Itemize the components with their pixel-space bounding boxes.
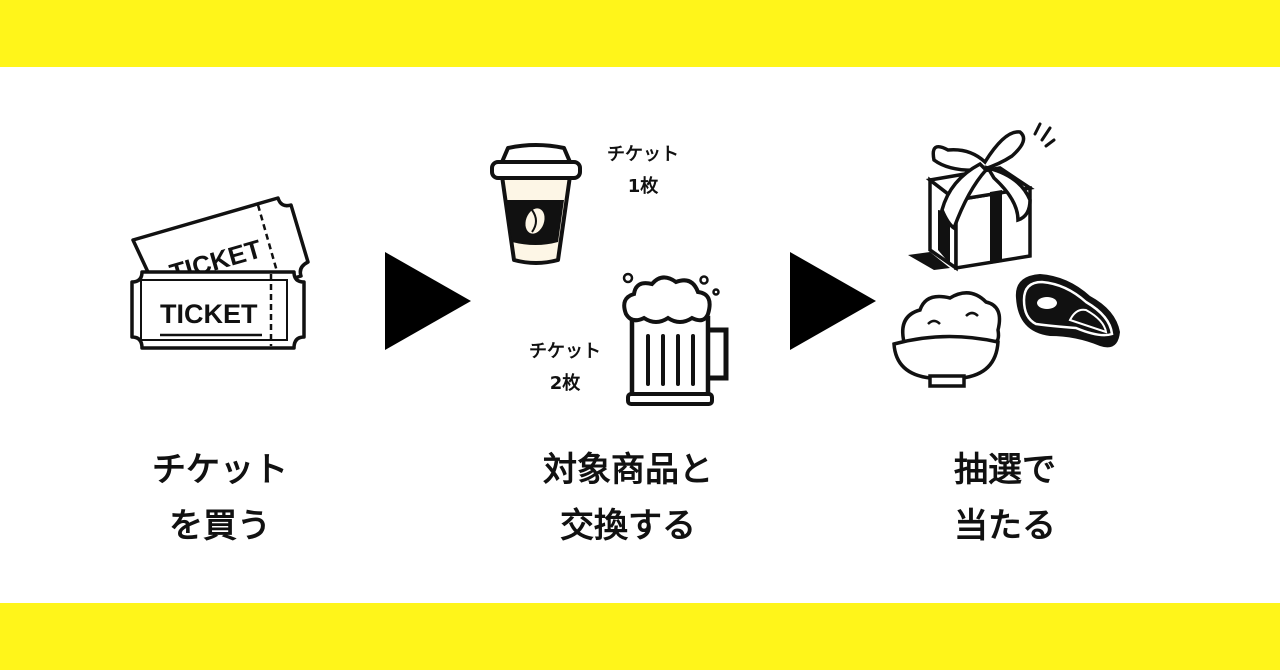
label-line: チケット [607,144,679,165]
coffee-cup-icon [490,143,582,265]
step-buy-ticket-title: チケット を買う [70,442,370,554]
arrow-right-icon [790,252,876,350]
ticket-front-label: TICKET [160,299,258,329]
gift-box-icon [908,122,1056,272]
label-line: 2枚 [549,373,581,394]
label-line: チケット [529,341,601,362]
beer-mug-icon [622,272,729,406]
coffee-ticket-label: チケット 1枚 [583,139,703,203]
top-yellow-band [0,0,1280,67]
ticket-icon: TICKET TICKET [130,196,310,350]
title-line: 当たる [954,506,1056,546]
beer-ticket-label: チケット 2枚 [505,336,625,400]
title-line: チケット [152,450,288,490]
bottom-yellow-band [0,603,1280,670]
title-line: を買う [169,506,271,546]
prize-icon [892,122,1120,388]
step-exchange-title: 対象商品と 交換する [478,442,778,554]
title-line: 交換する [560,506,696,546]
rice-bowl-icon [892,291,1002,388]
step-lottery-title: 抽選で 当たる [855,442,1155,554]
title-line: 抽選で [954,450,1056,490]
label-line: 1枚 [627,176,659,197]
arrow-right-icon [385,252,471,350]
title-line: 対象商品と [543,450,713,490]
steak-icon [1015,274,1120,348]
